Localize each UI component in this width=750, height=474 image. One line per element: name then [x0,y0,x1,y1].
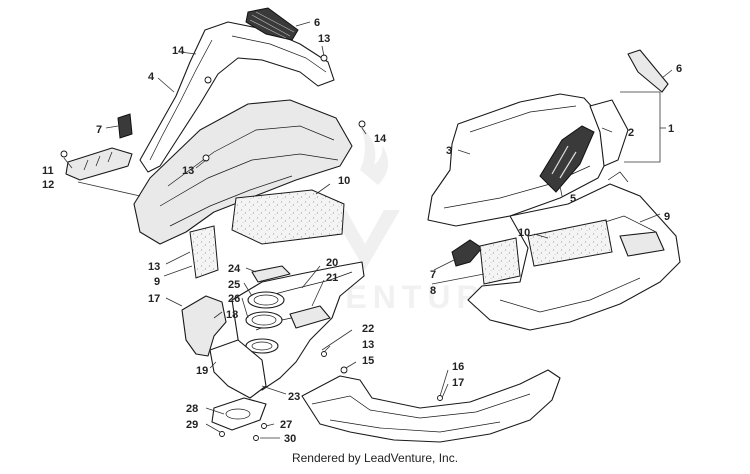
callout-26: 26 [228,293,240,305]
fastener-16 [437,395,443,401]
callout-24: 24 [228,263,241,275]
lower-belly-pan [301,369,561,443]
vent-right [627,49,669,93]
callout-13-low: 13 [362,339,374,351]
fastener-29 [219,431,225,437]
side-panel-upper [139,21,335,173]
fastener-27 [261,423,267,429]
callout-6-top: 6 [314,17,320,29]
fastener-11 [60,150,68,158]
callout-13-mid: 13 [182,165,194,177]
callout-7-right: 7 [430,269,436,281]
callout-15: 15 [362,355,374,367]
foam-pad-right [527,219,613,267]
callout-19: 19 [196,365,208,377]
duct-19 [209,339,267,399]
leader-lines [63,21,673,439]
vent-small-left [117,113,133,139]
callout-14-right: 14 [374,133,387,145]
callout-13-left: 13 [148,261,160,273]
callout-17-left: 17 [148,293,160,305]
foam-pad-9-left [189,225,219,279]
mesh-21 [289,305,331,329]
fastener-13b [202,154,210,162]
fastener-30 [253,435,259,441]
callout-9-right: 8 [430,285,436,297]
callout-12: 12 [42,179,54,191]
mesh-24 [251,265,291,283]
callout-30: 30 [284,433,296,445]
callout-21: 21 [326,272,338,284]
foam-pad-left [231,189,345,245]
fastener-14b [358,120,366,128]
callout-9-left: 9 [154,276,160,288]
callout-13-top: 13 [318,33,330,45]
side-panel-right [427,93,613,227]
callout-5: 5 [570,193,576,205]
callout-16: 16 [452,361,464,373]
fastener-15 [340,366,348,374]
callout-20: 20 [326,257,338,269]
callout-1: 1 [668,123,674,135]
base-28 [211,397,267,431]
foam-pad-9-right [479,237,521,285]
callout-10-right: 10 [518,227,530,239]
callout-7-left: 7 [96,124,102,136]
side-panel-2 [589,99,629,167]
callout-labels: 6 14 13 4 7 11 12 13 14 10 13 9 24 25 26… [42,17,682,445]
callout-10-left: 10 [338,175,350,187]
callout-18: 18 [226,309,238,321]
callout-4: 4 [148,71,155,83]
callout-11: 11 [42,165,54,177]
callout-6-right: 6 [676,63,682,75]
ring-25 [247,291,285,309]
callout-14-top: 14 [172,45,185,57]
callout-17-right: 17 [452,377,464,389]
callout-3: 3 [446,145,452,157]
callout-29: 29 [186,419,198,431]
callout-23: 23 [288,391,300,403]
callout-27: 27 [280,419,292,431]
vent-left [245,7,299,41]
render-credit: Rendered by LeadVenture, Inc. [291,451,459,465]
callout-28: 28 [186,403,198,415]
callout-2: 2 [628,127,634,139]
duct-18 [181,295,227,357]
callout-8: 9 [664,211,670,223]
vent-8 [619,231,665,257]
fastener-13c [321,351,327,357]
callout-22: 22 [362,323,374,335]
decal-5 [539,125,595,193]
callout-25: 25 [228,279,240,291]
ring-26 [245,311,283,329]
vent-small-right [451,239,483,267]
fastener-14a [204,76,212,84]
hood-frame [133,99,353,245]
bracket-12 [65,147,133,181]
